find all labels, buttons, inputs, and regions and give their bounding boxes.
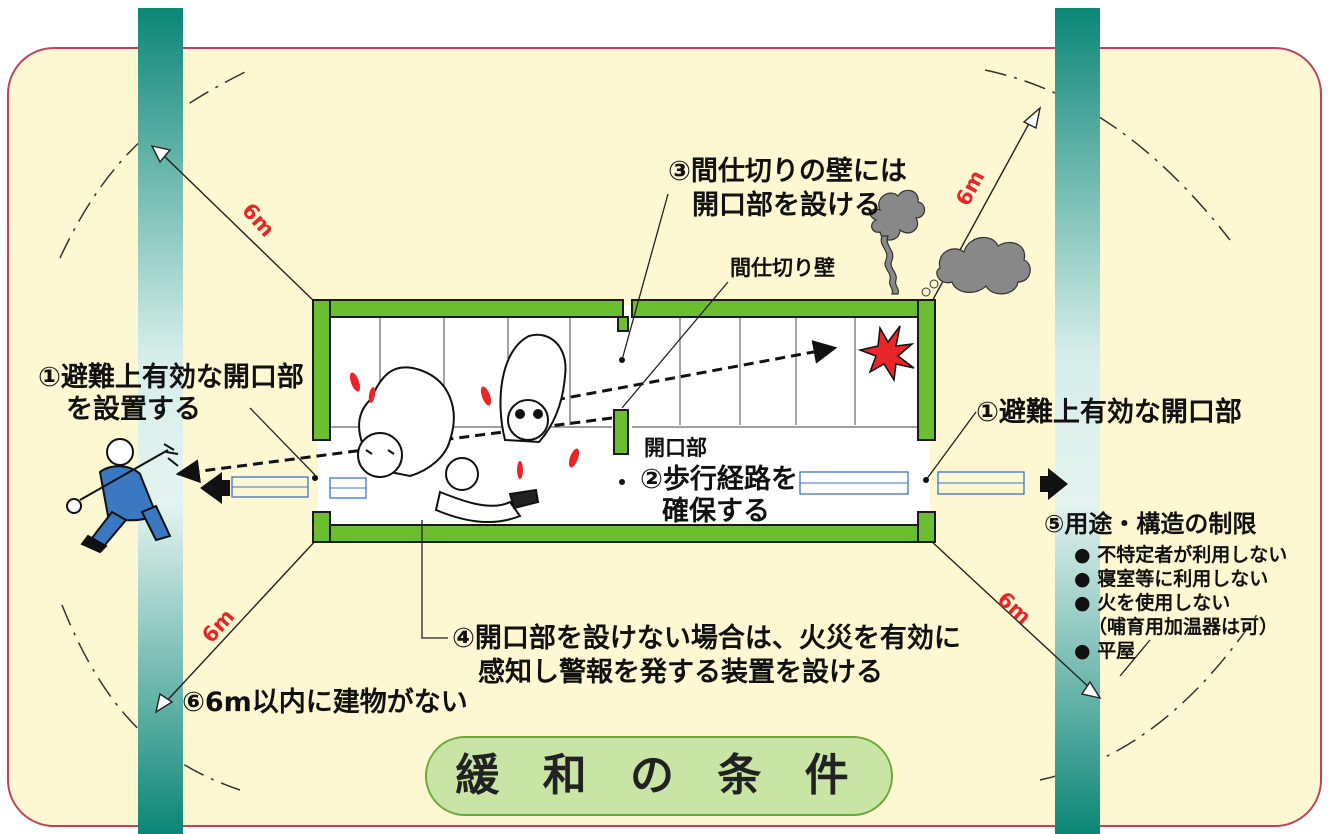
fire-icon xyxy=(857,325,915,383)
callout-point xyxy=(619,479,625,485)
condition-1-left-line1: ①避難上有効な開口部 xyxy=(38,362,304,393)
motion-mark xyxy=(568,448,580,468)
motion-mark xyxy=(368,387,376,403)
distance-arrowhead-top-left xyxy=(150,144,172,164)
condition-1-right: ①避難上有効な開口部 xyxy=(976,397,1242,428)
outer-walls xyxy=(312,299,936,543)
smoke-puffs xyxy=(921,279,939,297)
leader-line-c4 xyxy=(421,520,448,639)
condition-2-line2: 確保する xyxy=(662,496,770,527)
wall-left-upper xyxy=(312,299,331,441)
distance-arrowhead-bottom-right xyxy=(1080,680,1102,700)
wall-top-left xyxy=(312,299,624,318)
farmer-illustration xyxy=(66,438,179,554)
smoke-cloud-left xyxy=(869,189,926,241)
six-meter-boundary-arcs xyxy=(59,69,1261,791)
distance-line-bottom-right xyxy=(929,539,1093,691)
smoke-puff xyxy=(921,287,931,297)
cow-illustration-center xyxy=(499,333,567,444)
smoke-puff xyxy=(929,279,939,289)
condition-5-item: ● 不特定者が利用しない xyxy=(1074,544,1288,566)
partition-stub-top xyxy=(617,316,629,332)
condition-3-line1: ③間仕切りの壁には xyxy=(668,156,907,187)
callout-point xyxy=(312,475,318,481)
wall-right-upper xyxy=(917,299,936,441)
wall-left-lower xyxy=(312,511,331,543)
boundary-arc-top-left xyxy=(59,71,246,259)
fallen-person-illustration xyxy=(434,457,540,523)
distance-arrowhead-top-right xyxy=(1022,106,1042,130)
partition-wall xyxy=(613,409,629,455)
leader-line-c1-left xyxy=(249,407,316,476)
distance-line-top-left xyxy=(159,151,319,306)
condition-4-line2: 感知し警報を発する装置を設ける xyxy=(478,657,883,688)
exit-arrow-left-icon xyxy=(200,472,230,504)
motion-mark xyxy=(480,386,492,406)
motion-marks xyxy=(349,372,580,479)
cow-illustration-left xyxy=(357,366,455,478)
opening-label: 開口部 xyxy=(644,436,707,460)
leader-line-c5 xyxy=(1119,639,1151,677)
wall-top-right xyxy=(631,299,936,318)
callout-point xyxy=(619,357,625,363)
callout-points xyxy=(312,357,929,485)
motion-mark xyxy=(349,372,361,392)
condition-5-item: ● 火を使用しない xyxy=(1074,592,1231,614)
condition-6: ⑥6m以内に建物がない xyxy=(182,687,468,718)
smoke-cloud-right xyxy=(936,236,1031,295)
callout-leader-lines xyxy=(249,193,1151,677)
page-title: 緩 和 の 条 件 xyxy=(455,750,863,801)
leader-line-c3 xyxy=(621,193,669,361)
exit-arrow-right-icon xyxy=(1040,468,1068,500)
condition-1-left-line2: を設置する xyxy=(66,394,201,425)
boundary-arc-bottom-left xyxy=(61,604,241,791)
condition-5-item: ● 寝室等に利用しない xyxy=(1074,568,1269,590)
condition-5-item: （哺育用加温器は可） xyxy=(1088,616,1279,638)
smoke-column-left xyxy=(880,235,900,295)
condition-5-block: ⑤用途・構造の制限 ● 不特定者が利用しない ● 寝室等に利用しない ● 火を使… xyxy=(1044,509,1287,663)
wall-bottom xyxy=(312,524,936,543)
condition-2-line1: ②歩行経路を xyxy=(640,464,798,495)
distance-line-bottom-left xyxy=(162,537,319,706)
walking-path-dividers xyxy=(232,482,1024,489)
condition-5-item: ● 平屋 xyxy=(1074,640,1136,662)
condition-5-heading: ⑤用途・構造の制限 xyxy=(1044,510,1257,538)
callout-point xyxy=(923,477,929,483)
boundary-arc-top-right xyxy=(984,69,1231,241)
boundary-arc-bottom-right xyxy=(1039,609,1261,781)
title-banner xyxy=(425,736,893,816)
motion-mark xyxy=(517,461,523,479)
leader-line-partition xyxy=(621,281,729,409)
wall-right-lower xyxy=(917,511,936,543)
partition-wall-label: 間仕切り壁 xyxy=(730,256,835,280)
condition-5-list: ● 不特定者が利用しない ● 寝室等に利用しない ● 火を使用しない （哺育用加… xyxy=(1074,543,1287,663)
leader-line-c1-right xyxy=(925,411,977,481)
smoke-icon xyxy=(869,189,1031,295)
distance-arrowhead-bottom-left xyxy=(154,692,174,714)
condition-3-line2: 開口部を設ける xyxy=(692,190,881,221)
condition-4-line1: ④開口部を設けない場合は、火災を有効に xyxy=(452,623,961,654)
